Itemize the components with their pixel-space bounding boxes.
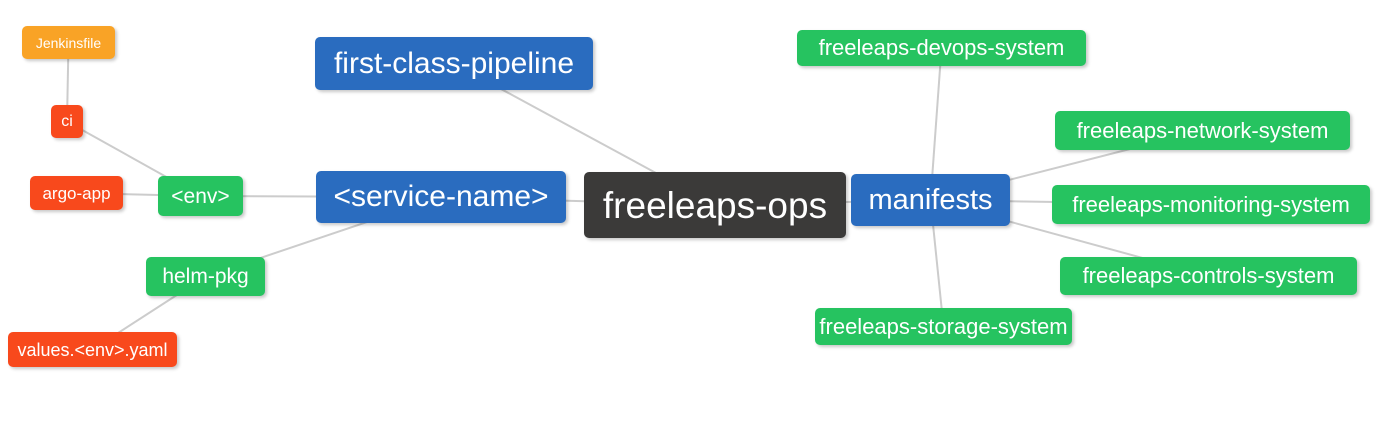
node-argo-app[interactable]: argo-app (30, 176, 123, 210)
node-env[interactable]: <env> (158, 176, 243, 216)
node-ci[interactable]: ci (51, 105, 83, 138)
node-freeleaps-storage-system[interactable]: freeleaps-storage-system (815, 308, 1072, 345)
node-helm-pkg[interactable]: helm-pkg (146, 257, 265, 296)
node-freeleaps-ops[interactable]: freeleaps-ops (584, 172, 846, 238)
node-freeleaps-devops-system[interactable]: freeleaps-devops-system (797, 30, 1086, 66)
node-first-class-pipeline[interactable]: first-class-pipeline (315, 37, 593, 90)
node-values-env-yaml[interactable]: values.<env>.yaml (8, 332, 177, 367)
node-freeleaps-controls-system[interactable]: freeleaps-controls-system (1060, 257, 1357, 295)
node-service-name[interactable]: <service-name> (316, 171, 566, 223)
node-freeleaps-monitoring-system[interactable]: freeleaps-monitoring-system (1052, 185, 1370, 224)
node-jenkinsfile[interactable]: Jenkinsfile (22, 26, 115, 59)
node-freeleaps-network-system[interactable]: freeleaps-network-system (1055, 111, 1350, 150)
node-manifests[interactable]: manifests (851, 174, 1010, 226)
